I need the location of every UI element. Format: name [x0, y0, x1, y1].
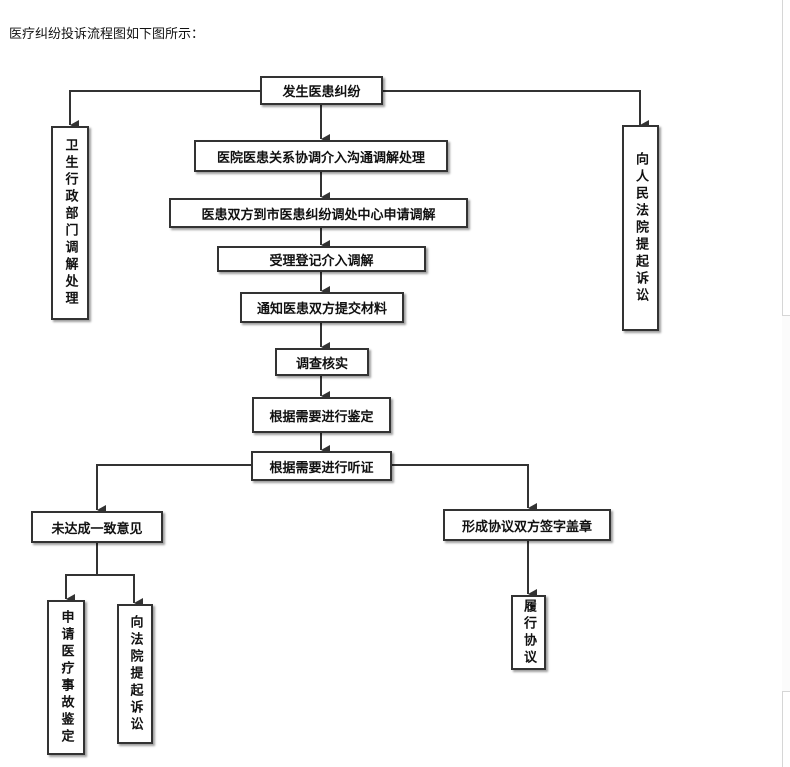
- node-notify: 通知医患双方提交材料: [240, 292, 404, 323]
- node-agreement: 形成协议双方签字盖章: [443, 509, 611, 541]
- node-city-center: 医患双方到市医患纠纷调处中心申请调解: [169, 198, 468, 228]
- node-health-admin: 卫生行政部门调解处理: [51, 126, 89, 320]
- node-court-top: 向人民法院提起诉讼: [622, 125, 659, 331]
- node-hospital-mediation: 医院医患关系协调介入沟通调解处理: [194, 140, 448, 172]
- node-start: 发生医患纠纷: [260, 76, 383, 105]
- node-hearing: 根据需要进行听证: [251, 451, 392, 481]
- node-medical-accident: 申请医疗事故鉴定: [47, 600, 85, 755]
- connector-to-medical-accident: [65, 574, 97, 604]
- connector-to-court-bottom: [97, 574, 143, 608]
- node-no-agreement: 未达成一致意见: [31, 511, 163, 543]
- connector-to-health-admin: [69, 90, 260, 130]
- connector-to-no-agreement: [96, 464, 251, 515]
- intro-text: 医疗纠纷投诉流程图如下图所示：: [9, 27, 205, 42]
- connector-to-agreement: [392, 464, 537, 513]
- node-investigate: 调查核实: [275, 348, 369, 376]
- node-court-bottom: 向法院提起诉讼: [117, 604, 153, 744]
- scrollbar-thumb[interactable]: [782, 315, 790, 692]
- connector-to-court-top: [383, 90, 649, 130]
- node-perform: 履行协议: [511, 595, 546, 670]
- node-appraisal: 根据需要进行鉴定: [252, 397, 391, 433]
- node-accept: 受理登记介入调解: [217, 246, 426, 272]
